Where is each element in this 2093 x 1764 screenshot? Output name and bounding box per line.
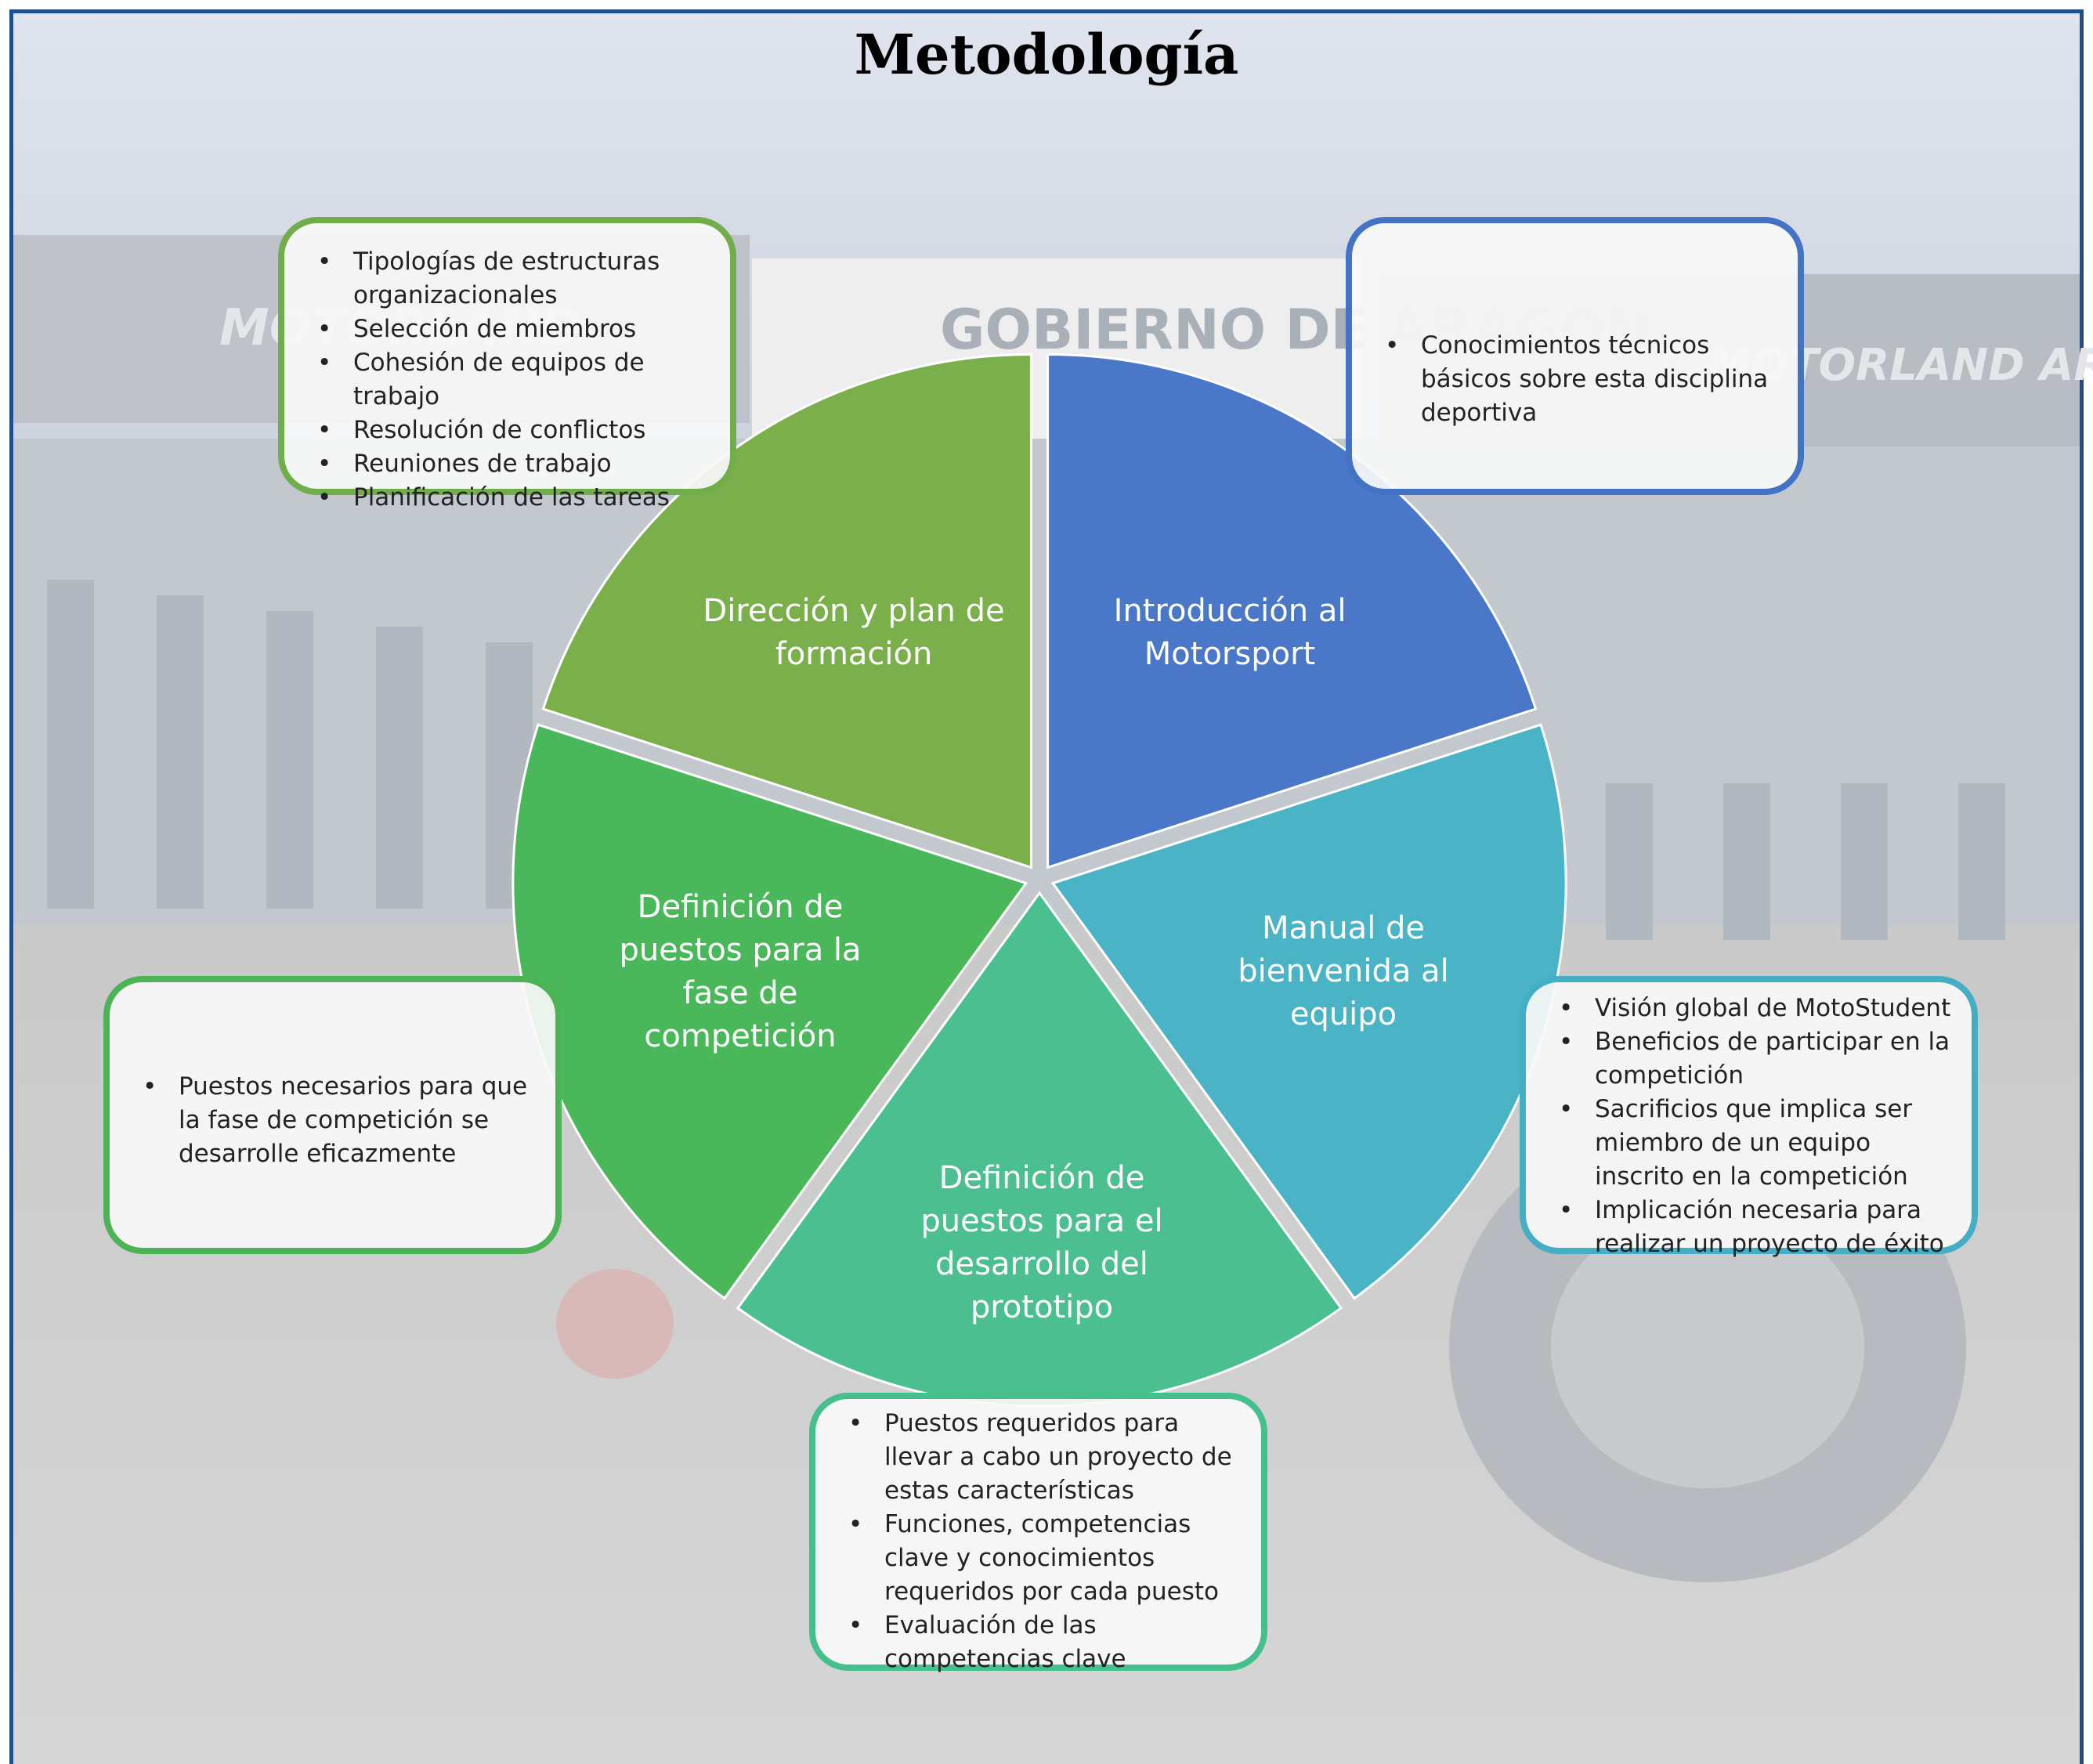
bullet-item: Visión global de MotoStudent <box>1559 992 1951 1025</box>
bullet-item: Funciones, competencias clave y conocimi… <box>848 1508 1241 1609</box>
bullet-item: Puestos requeridos para llevar a cabo un… <box>848 1407 1241 1508</box>
motorbike-rear-disc <box>1551 1206 1864 1488</box>
bullet-item: Sacrificios que implica ser miembro de u… <box>1559 1093 1951 1194</box>
bullet-item: Planificación de las tareas <box>317 481 710 515</box>
bullet-item: Resolución de conflictos <box>317 414 710 447</box>
box-introduccion: Conocimientos técnicos básicos sobre est… <box>1346 217 1804 495</box>
grandstand-columns <box>47 580 2005 940</box>
bullet-list-direccion: Tipologías de estructuras organizacional… <box>316 245 710 515</box>
box-manual: Visión global de MotoStudent Beneficios … <box>1520 976 1978 1258</box>
bullet-item: Selección de miembros <box>317 313 710 346</box>
bullet-item: Evaluación de las competencias clave <box>848 1609 1241 1676</box>
slide-frame <box>9 9 2084 1764</box>
bullet-item: Tipologías de estructuras organizacional… <box>317 245 710 313</box>
bullet-list-competicion: Puestos necesarios para que la fase de c… <box>141 1070 535 1171</box>
bullet-item: Beneficios de participar en la competici… <box>1559 1025 1951 1093</box>
segment-label-prototipo: Definición de puestos para el desarrollo… <box>920 1160 1163 1325</box>
bullet-item: Conocimientos técnicos básicos sobre est… <box>1385 329 1777 430</box>
page-title: Metodología <box>854 22 1239 87</box>
segment-label-competicion: Definición de puestos para la fase de co… <box>619 889 862 1054</box>
box-prototipo: Puestos requeridos para llevar a cabo un… <box>809 1393 1267 1673</box>
segment-label-introduccion: Introducción al Motorsport <box>1113 593 1347 672</box>
bullet-item: Reuniones de trabajo <box>317 447 710 481</box>
motorbike-front-wheel <box>556 1269 674 1379</box>
bullet-item: Implicación necesaria para realizar un p… <box>1559 1194 1951 1261</box>
bullet-list-prototipo: Puestos requeridos para llevar a cabo un… <box>847 1407 1241 1676</box>
segment-label-direccion: Dirección y plan de formación <box>703 593 1005 672</box>
bullet-list-manual: Visión global de MotoStudent Beneficios … <box>1557 992 1951 1261</box>
segment-label-manual: Manual de bienvenida al equipo <box>1238 910 1449 1032</box>
box-direccion: Tipologías de estructuras organizacional… <box>278 217 736 515</box>
box-competicion: Puestos necesarios para que la fase de c… <box>103 976 562 1254</box>
bullet-item: Puestos necesarios para que la fase de c… <box>143 1070 535 1171</box>
bullet-list-introduccion: Conocimientos técnicos básicos sobre est… <box>1383 329 1777 430</box>
bullet-item: Cohesión de equipos de trabajo <box>317 346 710 414</box>
